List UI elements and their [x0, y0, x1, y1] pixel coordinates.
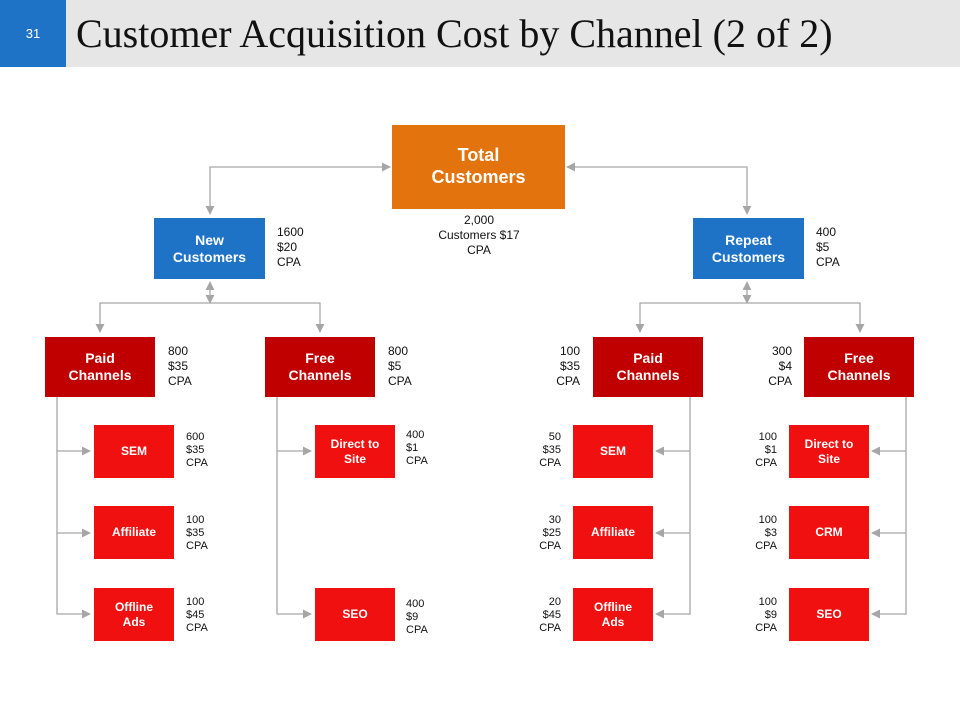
new-customers-stats: 1600 $20 CPA — [277, 225, 304, 269]
new-free-direct-to-site-box: Direct to Site — [315, 425, 395, 478]
repeat-free-seo-box: SEO — [789, 588, 869, 641]
repeat-free-channels-stats: 300 $4 CPA — [768, 344, 792, 388]
repeat-customers-box: Repeat Customers — [693, 218, 804, 279]
slide-header — [0, 0, 960, 67]
connector-repeat-free-branch — [871, 397, 907, 619]
new-paid-affiliate-box: Affiliate — [94, 506, 174, 559]
new-paid-sem-stats: 600 $35 CPA — [186, 431, 208, 469]
new-free-seo-box: SEO — [315, 588, 395, 641]
page-number: 31 — [0, 0, 66, 67]
new-paid-channels-box: Paid Channels — [45, 337, 155, 397]
connector-repeat-free — [747, 302, 865, 333]
new-paid-channels-stats: 800 $35 CPA — [168, 344, 192, 388]
repeat-paid-offline-ads-box: Offline Ads — [573, 588, 653, 641]
repeat-free-direct-to-site-stats: 100 $1 CPA — [755, 431, 777, 469]
new-paid-offline-ads-box: Offline Ads — [94, 588, 174, 641]
connector-new-paid — [95, 302, 210, 333]
repeat-paid-sem-box: SEM — [573, 425, 653, 478]
new-paid-offline-ads-stats: 100 $45 CPA — [186, 596, 208, 634]
new-customers-box: New Customers — [154, 218, 265, 279]
new-free-channels-stats: 800 $5 CPA — [388, 344, 412, 388]
repeat-paid-sem-stats: 50 $35 CPA — [539, 431, 561, 469]
total-customers-stats: 2,000 Customers $17 CPA — [438, 213, 520, 257]
repeat-free-crm-stats: 100 $3 CPA — [755, 514, 777, 552]
new-free-direct-to-site-stats: 400 $1 CPA — [406, 429, 428, 467]
repeat-paid-offline-ads-stats: 20 $45 CPA — [539, 596, 561, 634]
repeat-free-channels-box: Free Channels — [804, 337, 914, 397]
repeat-free-direct-to-site-box: Direct to Site — [789, 425, 869, 478]
new-paid-affiliate-stats: 100 $35 CPA — [186, 514, 208, 552]
repeat-free-seo-stats: 100 $9 CPA — [755, 596, 777, 634]
connector-total-repeat — [566, 162, 752, 215]
repeat-paid-affiliate-stats: 30 $25 CPA — [539, 514, 561, 552]
repeat-customers-stats: 400 $5 CPA — [816, 225, 840, 269]
repeat-free-crm-box: CRM — [789, 506, 869, 559]
new-free-channels-box: Free Channels — [265, 337, 375, 397]
connector-total-new — [205, 162, 391, 215]
repeat-paid-affiliate-box: Affiliate — [573, 506, 653, 559]
slide-title: Customer Acquisition Cost by Channel (2 … — [76, 11, 833, 56]
new-paid-sem-box: SEM — [94, 425, 174, 478]
connector-repeat-paid-branch — [655, 397, 691, 619]
connector-new-free — [210, 302, 325, 333]
total-customers-box: Total Customers — [392, 125, 565, 209]
repeat-paid-channels-box: Paid Channels — [593, 337, 703, 397]
new-free-seo-stats: 400 $9 CPA — [406, 598, 428, 636]
connector-repeat-paid — [635, 302, 747, 333]
connector-new-free-branch — [276, 397, 312, 619]
repeat-paid-channels-stats: 100 $35 CPA — [556, 344, 580, 388]
connector-new-paid-branch — [56, 397, 91, 619]
